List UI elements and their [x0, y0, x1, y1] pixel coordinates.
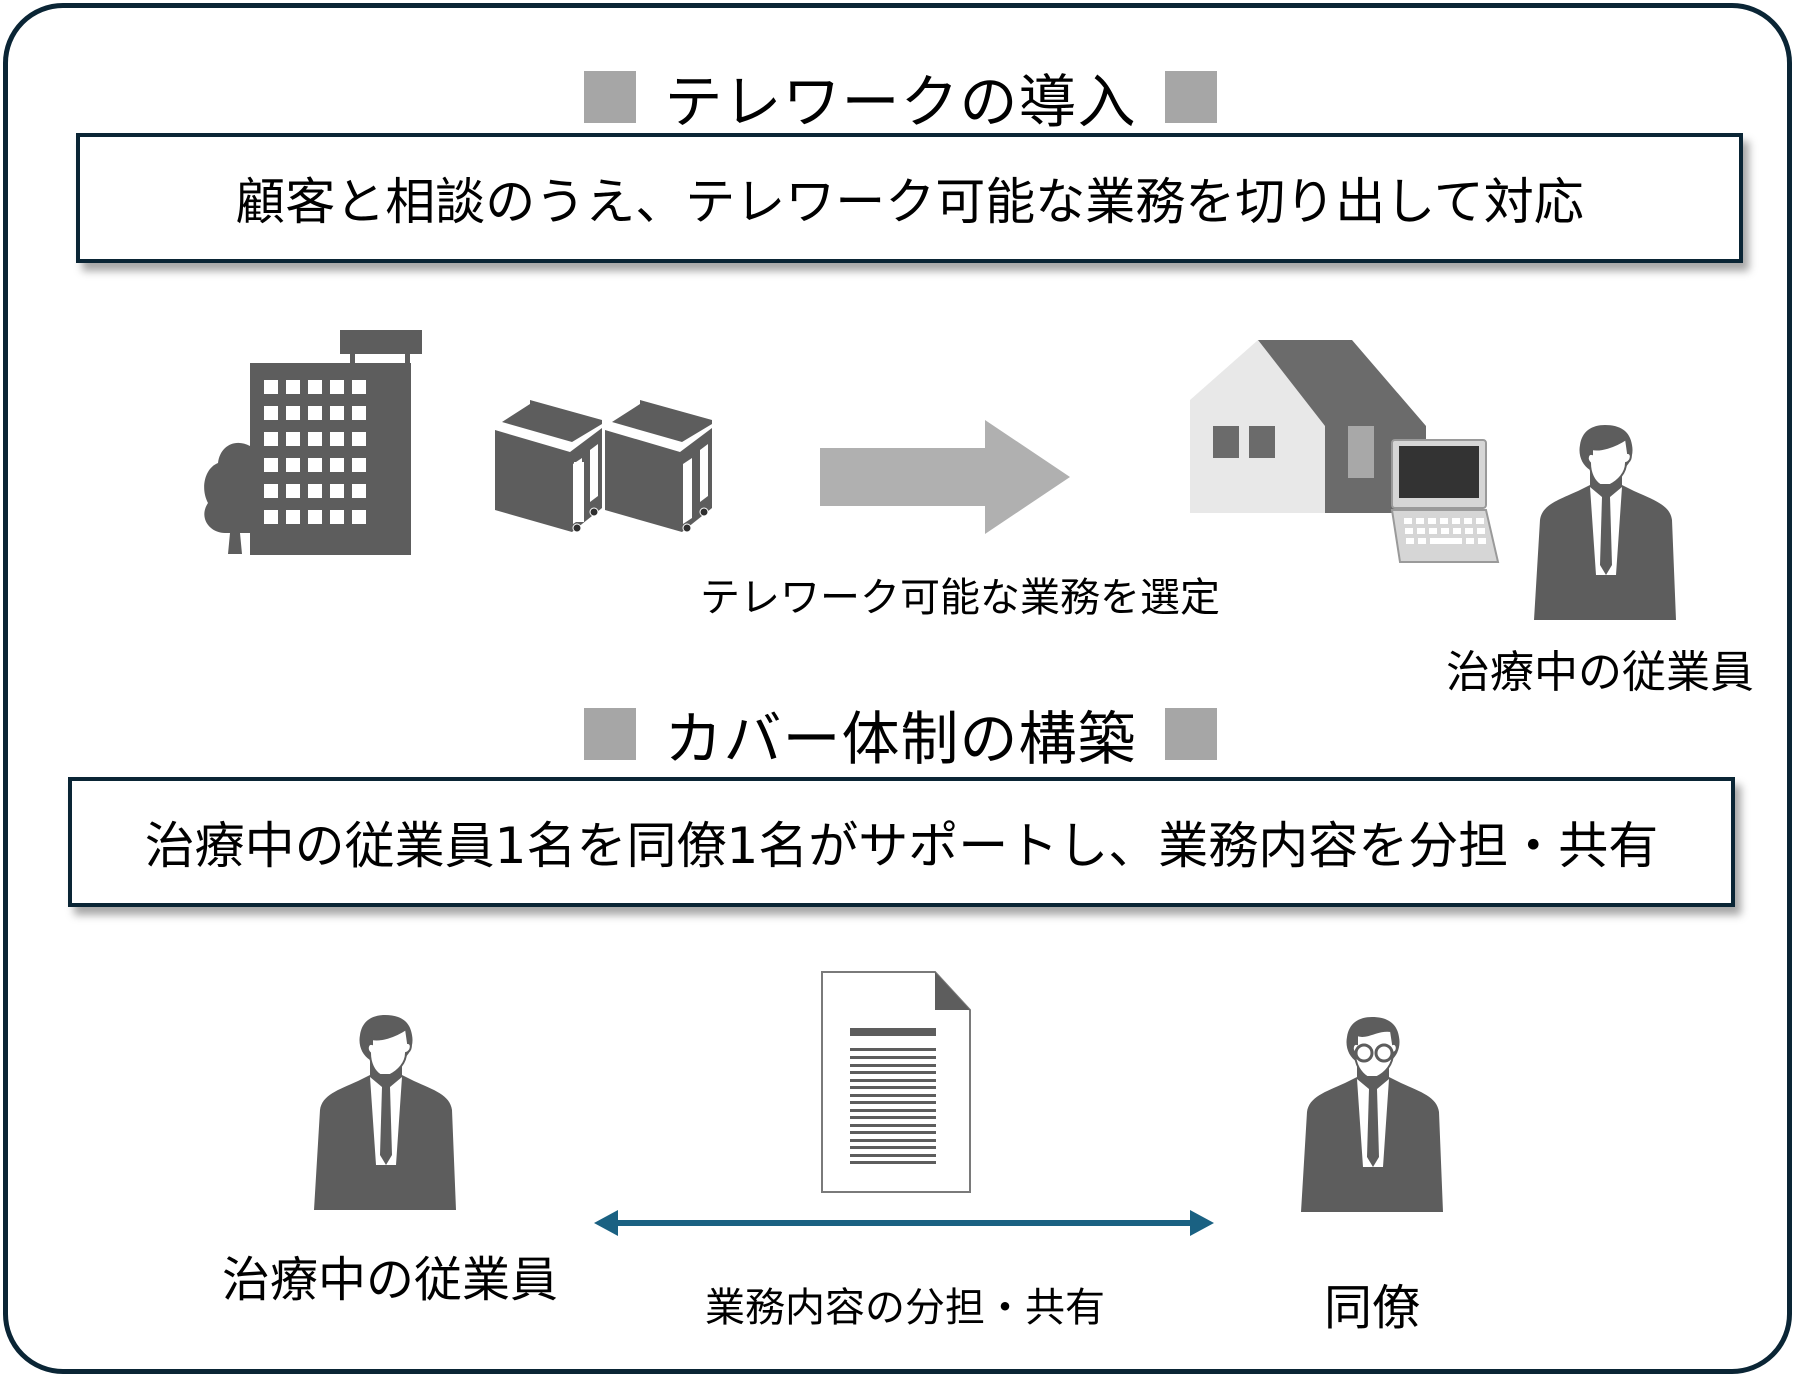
building-sign	[340, 330, 422, 354]
person-icon	[314, 1015, 456, 1210]
section2-heading-text: カバー体制の構築	[664, 705, 1137, 773]
heading-marker-left	[584, 708, 637, 760]
employee-label-bottom: 治療中の従業員	[221, 1252, 558, 1308]
section2-summary-text: 治療中の従業員1名を同僚1名がサポートし、業務内容を分担・共有	[144, 817, 1659, 875]
person-icon	[1534, 425, 1676, 620]
tree-icon	[204, 442, 250, 554]
right-arrow-icon	[820, 420, 1070, 534]
person-with-glasses-icon	[1301, 1017, 1443, 1212]
section1-summary-box: 顧客と相談のうえ、テレワーク可能な業務を切り出して対応	[76, 133, 1743, 263]
section1-heading-text: テレワークの導入	[664, 68, 1137, 136]
double-arrow-icon	[594, 1210, 1214, 1236]
heading-marker-right	[1164, 71, 1217, 123]
office-building-icon	[204, 330, 422, 555]
employee-label-top: 治療中の従業員	[1446, 647, 1754, 698]
heading-marker-right	[1164, 708, 1217, 760]
building-windows	[264, 380, 366, 524]
house-icon	[1190, 340, 1426, 513]
share-tasks-label: 業務内容の分担・共有	[705, 1285, 1105, 1331]
binder-files-icon	[495, 400, 712, 533]
section2-summary-box: 治療中の従業員1名を同僚1名がサポートし、業務内容を分担・共有	[68, 777, 1735, 907]
laptop-icon	[1390, 439, 1500, 563]
section1-summary-text: 顧客と相談のうえ、テレワーク可能な業務を切り出して対応	[235, 173, 1584, 231]
document-icon	[821, 971, 971, 1193]
colleague-label: 同僚	[1323, 1280, 1420, 1336]
section1-heading: テレワークの導入	[0, 55, 1801, 139]
section2-heading: カバー体制の構築	[0, 692, 1801, 776]
document-lines	[850, 1048, 936, 1164]
heading-marker-left	[584, 71, 637, 123]
select-tasks-label: テレワーク可能な業務を選定	[700, 575, 1220, 621]
